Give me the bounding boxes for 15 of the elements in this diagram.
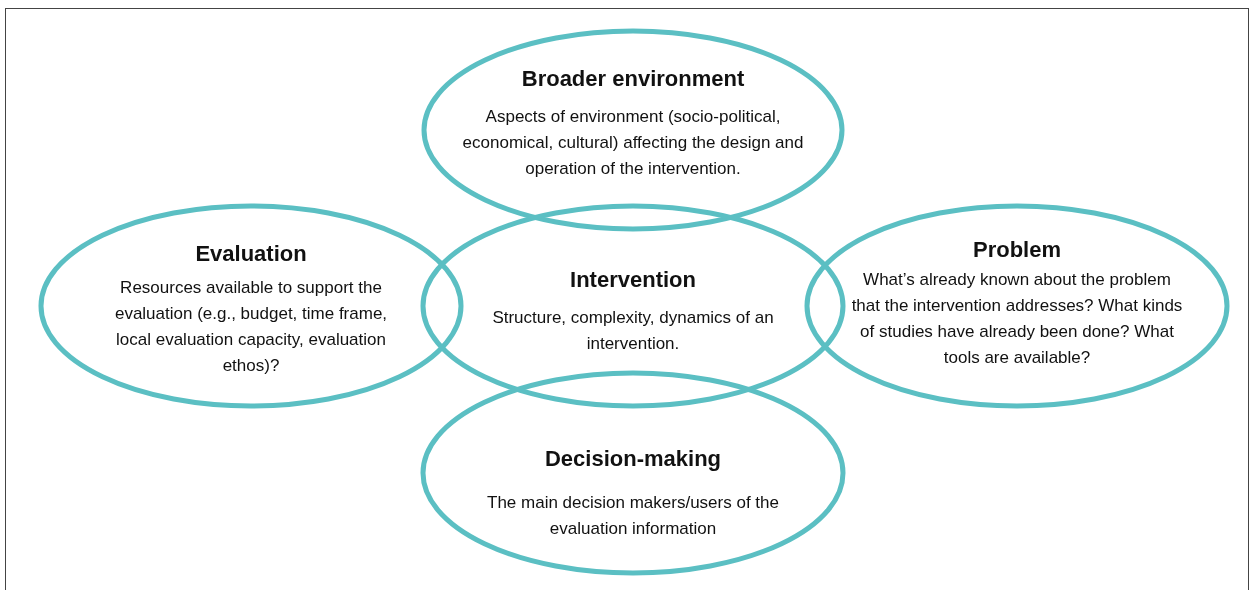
node-description: Structure, complexity, dynamics of an intervention. [491,307,775,355]
node-heading: Decision-making [544,446,721,472]
node-heading: Problem [973,237,1061,263]
ellipse-node [420,203,846,409]
node-heading: Evaluation [195,241,307,267]
node-description: What’s already known about the problem that the intervention addresses? What kinds of studies have already been done? What tools are available? [850,269,1184,369]
node-description: Resources available to support the evaluation (e.g., budget, time frame, local evaluation capacity, evaluation ethos)? [113,277,389,377]
ellipse-node [420,370,846,576]
node-heading: Broader environment [521,66,745,92]
ellipse-node [804,203,1230,409]
node-description: The main decision makers/users of the evaluation information [486,492,780,540]
ellipse-node [38,203,464,409]
node-heading: Intervention [570,267,696,293]
ellipse-node [421,28,845,232]
node-description: Aspects of environment (socio-political, economical, cultural) affecting the design and operation of the intervention. [461,106,805,180]
